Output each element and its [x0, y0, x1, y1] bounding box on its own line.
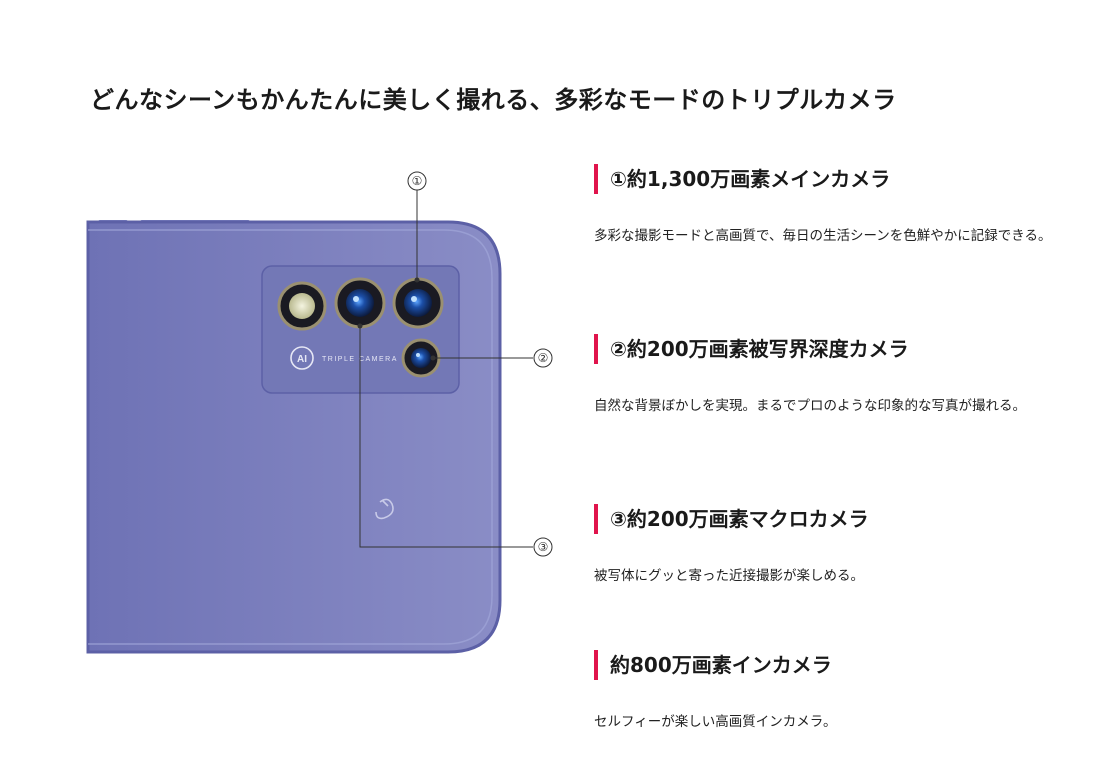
spec-description: 被写体にグッと寄った近接撮影が楽しめる。: [594, 568, 864, 584]
phone-illustration: AI TRIPLE CAMERA ① ② ③: [0, 150, 580, 710]
spec-description: 自然な背景ぼかしを実現。まるでプロのような印象的な写真が撮れる。: [594, 398, 1026, 414]
callout-2: ②: [430, 348, 553, 368]
callout-1-label: ①: [412, 174, 423, 188]
spec-heading: ①約1,300万画素メインカメラ: [594, 164, 1074, 194]
main-lens-icon: [392, 277, 444, 329]
spec-macro-camera: ③約200万画素マクロカメラ 被写体にグッと寄った近接撮影が楽しめる。: [594, 504, 1074, 588]
flash-icon: [277, 281, 327, 331]
ai-badge-icon: [290, 346, 314, 370]
spec-main-camera: ①約1,300万画素メインカメラ 多彩な撮影モードと高画質で、毎日の生活シーンを…: [594, 164, 1074, 248]
spec-heading: ②約200万画素被写界深度カメラ: [594, 334, 1074, 364]
macro-lens-icon: [334, 277, 386, 329]
ai-badge-label: AI: [297, 354, 307, 365]
brand-logo-icon: [375, 498, 394, 520]
spec-description: 多彩な撮影モードと高画質で、毎日の生活シーンを色鮮やかに記録できる。: [594, 228, 1052, 244]
spec-heading: ③約200万画素マクロカメラ: [594, 504, 1074, 534]
spec-depth-camera: ②約200万画素被写界深度カメラ 自然な背景ぼかしを実現。まるでプロのような印象…: [594, 334, 1074, 418]
spec-front-camera: 約800万画素インカメラ セルフィーが楽しい高画質インカメラ。: [594, 650, 1074, 734]
spec-list: ①約1,300万画素メインカメラ 多彩な撮影モードと高画質で、毎日の生活シーンを…: [594, 0, 1074, 774]
callout-2-label: ②: [538, 351, 549, 365]
callout-1: ①: [407, 171, 427, 283]
spec-description: セルフィーが楽しい高画質インカメラ。: [594, 714, 837, 730]
page-title: どんなシーンもかんたんに美しく撮れる、多彩なモードのトリプルカメラ: [90, 86, 897, 114]
triple-camera-label: TRIPLE CAMERA: [322, 356, 398, 363]
spec-heading: 約800万画素インカメラ: [594, 650, 1074, 680]
callout-3-label: ③: [538, 540, 549, 554]
callout-3: ③: [357, 323, 553, 557]
